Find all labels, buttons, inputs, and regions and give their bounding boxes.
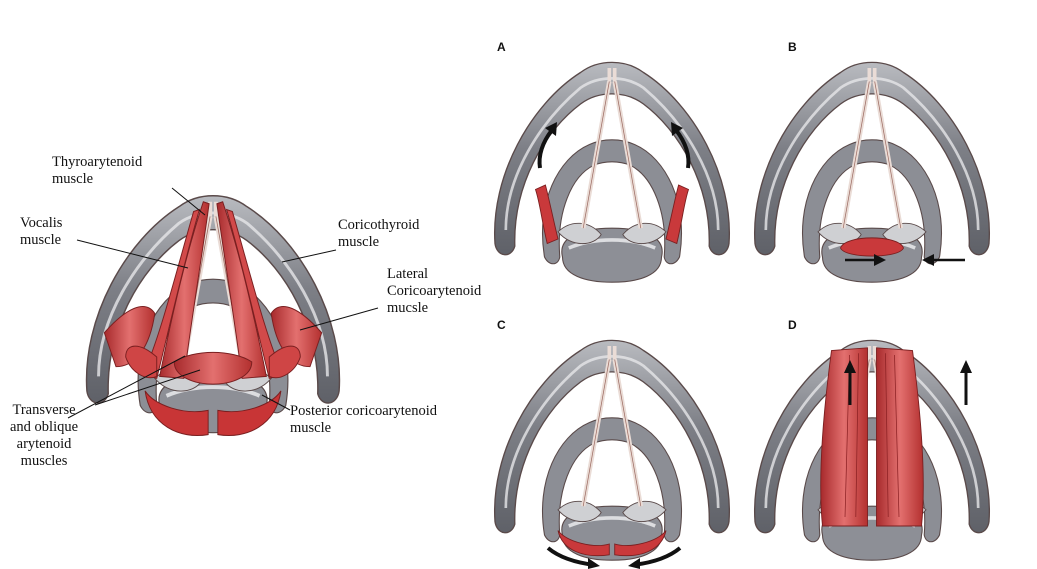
- panel-b-diagram: [755, 62, 990, 282]
- panel-label-d: D: [788, 318, 797, 332]
- label-lateral-cricoarytenoid: Lateral Coricoarytenoid mucsle: [387, 266, 481, 317]
- label-posterior-cricoarytenoid: Posterior coricoarytenoid muscle: [290, 403, 437, 437]
- panel-a-diagram: [495, 62, 730, 282]
- panel-label-c: C: [497, 318, 506, 332]
- label-vocalis: Vocalis muscle: [20, 215, 62, 249]
- label-cricothyroid: Coricothyroid muscle: [338, 217, 419, 251]
- panel-d-diagram: [755, 340, 990, 560]
- label-thyroarytenoid: Thyroarytenoid muscle: [52, 154, 142, 188]
- label-transverse-oblique: Transverse and oblique arytenoid muscles: [10, 402, 78, 470]
- panel-label-a: A: [497, 40, 506, 54]
- panel-label-b: B: [788, 40, 797, 54]
- main-larynx-diagram: [68, 188, 378, 436]
- panel-c-diagram: [495, 340, 730, 569]
